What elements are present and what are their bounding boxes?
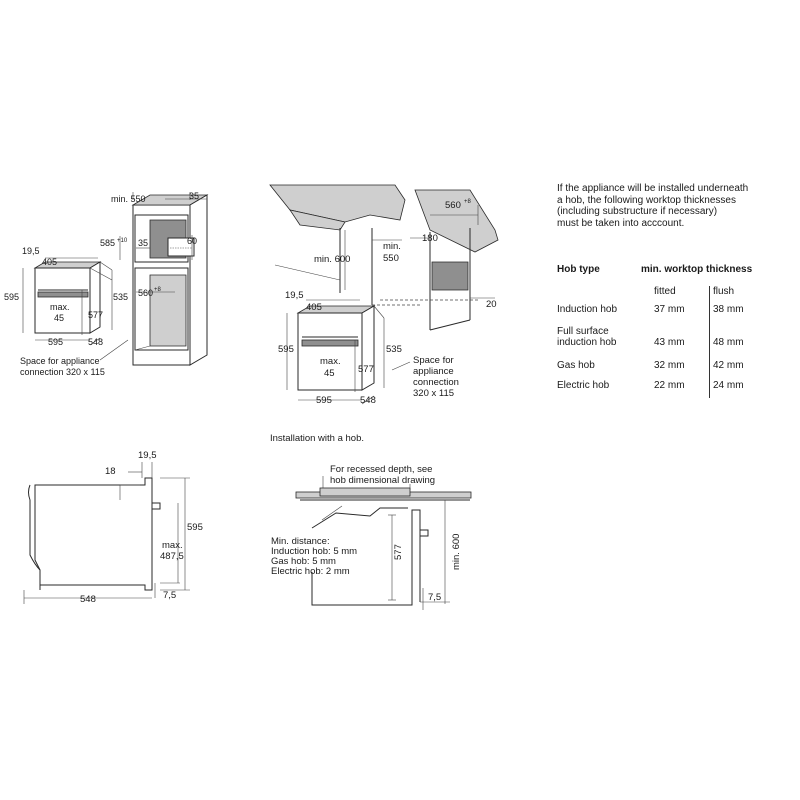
tm-dim-195: 19,5	[285, 290, 304, 301]
tl-dim-195: 19,5	[22, 246, 40, 256]
tl-dim-548: 548	[88, 337, 103, 347]
tl-dim-535: 535	[113, 292, 128, 302]
tl-dim-35-top: 35	[189, 191, 199, 201]
oven-isometric-middle	[286, 299, 385, 405]
tm-dim-180: 180	[422, 233, 438, 244]
row-fitted: 43 mm	[654, 337, 685, 348]
tm-dim-535: 535	[386, 344, 402, 355]
tl-dim-595-h: 595	[48, 337, 63, 347]
tl-dim-45: 45	[54, 313, 64, 323]
tm-space-note-4: 320 x 115	[413, 388, 454, 399]
tl-dim-max: max.	[50, 302, 70, 312]
tl-dim-560-sup: +8	[154, 287, 162, 293]
tm-dim-595-h: 595	[316, 395, 332, 406]
tm-dim-550: 550	[383, 253, 399, 264]
bm-dim-577: 577	[393, 544, 404, 560]
bl-dim-4875: 487,5	[160, 551, 184, 562]
tm-dim-405: 405	[306, 302, 322, 313]
bm-distance-note-3: Gas hob: 5 mm	[271, 556, 336, 567]
note-line: If the appliance will be installed under…	[557, 183, 749, 194]
tm-dim-45: 45	[324, 368, 335, 379]
row-fitted: 37 mm	[654, 304, 685, 315]
row-type: Induction hob	[557, 304, 618, 315]
bm-distance-note-1: Min. distance:	[271, 536, 330, 547]
tl-space-note-2: connection 320 x 115	[20, 367, 105, 377]
worktop-installation-drawing	[269, 184, 499, 331]
bl-dim-548: 548	[80, 594, 96, 605]
row-type: induction hob	[557, 337, 617, 348]
row-fitted: 32 mm	[654, 360, 685, 371]
row-flush: 48 mm	[713, 337, 744, 348]
row-type: Full surface	[557, 326, 609, 337]
bm-dim-75: 7,5	[428, 592, 441, 603]
note-line: must be taken into acccount.	[557, 217, 685, 229]
bl-dim-max: max.	[162, 540, 183, 551]
tl-dim-585: 585	[100, 238, 115, 248]
subheader-fitted: fitted	[654, 286, 676, 297]
tm-space-note-1: Space for	[413, 355, 454, 366]
bm-distance-note-4: Electric hob: 2 mm	[271, 566, 350, 577]
bm-recess-note-1: For recessed depth, see	[330, 464, 432, 475]
bm-dim-min600: min. 600	[451, 534, 462, 570]
row-flush: 42 mm	[713, 360, 744, 371]
row-type: Gas hob	[557, 360, 595, 371]
tm-dim-560: 560	[445, 200, 461, 211]
tl-dim-585-sup: +10	[117, 238, 128, 244]
side-section-drawing	[23, 462, 190, 604]
row-flush: 24 mm	[713, 380, 744, 391]
tm-dim-548: 548	[360, 395, 376, 406]
tm-dim-max: max.	[320, 356, 341, 367]
bm-title: Installation with a hob.	[270, 433, 364, 444]
hob-section-drawing	[295, 476, 472, 610]
tl-dim-35-mid: 35	[138, 238, 148, 248]
row-type: Electric hob	[557, 380, 610, 391]
bl-dim-18: 18	[105, 466, 116, 477]
row-fitted: 22 mm	[654, 380, 685, 391]
tl-dim-405: 405	[42, 257, 57, 267]
tl-dim-60: 60	[187, 236, 197, 246]
header-worktop-thickness: min. worktop thickness	[641, 264, 753, 275]
note-line: a hob, the following worktop thicknesses	[557, 194, 736, 206]
tl-dim-560: 560	[138, 288, 153, 298]
subheader-flush: flush	[709, 286, 734, 398]
oven-isometric-left	[22, 257, 113, 346]
bm-distance-note-2: Induction hob: 5 mm	[271, 546, 357, 557]
tl-dim-577: 577	[88, 310, 103, 320]
tall-cabinet-drawing	[119, 192, 209, 366]
bl-dim-595: 595	[187, 522, 203, 533]
bl-dim-75: 7,5	[163, 590, 176, 601]
tm-space-note-3: connection	[413, 377, 459, 388]
row-flush: 38 mm	[713, 304, 744, 315]
bm-recess-note-2: hob dimensional drawing	[330, 475, 435, 486]
tm-dim-min: min.	[383, 241, 401, 252]
worktop-note: If the appliance will be installed under…	[557, 183, 787, 229]
bl-dim-195: 19,5	[138, 450, 157, 461]
header-hob-type: Hob type	[557, 264, 600, 275]
tm-dim-20: 20	[486, 299, 497, 310]
tl-dim-595-v: 595	[4, 292, 19, 302]
note-line: (including substructure if necessary)	[557, 206, 718, 217]
tm-dim-min600: min. 600	[314, 254, 350, 265]
tl-space-note-1: Space for appliance	[20, 356, 100, 366]
tm-dim-560-sup: +8	[464, 199, 472, 205]
tm-dim-577: 577	[358, 364, 374, 375]
tm-dim-595-v: 595	[278, 344, 294, 355]
tm-space-note-2: appliance	[413, 366, 454, 377]
tl-dim-min550: min. 550	[111, 194, 146, 204]
